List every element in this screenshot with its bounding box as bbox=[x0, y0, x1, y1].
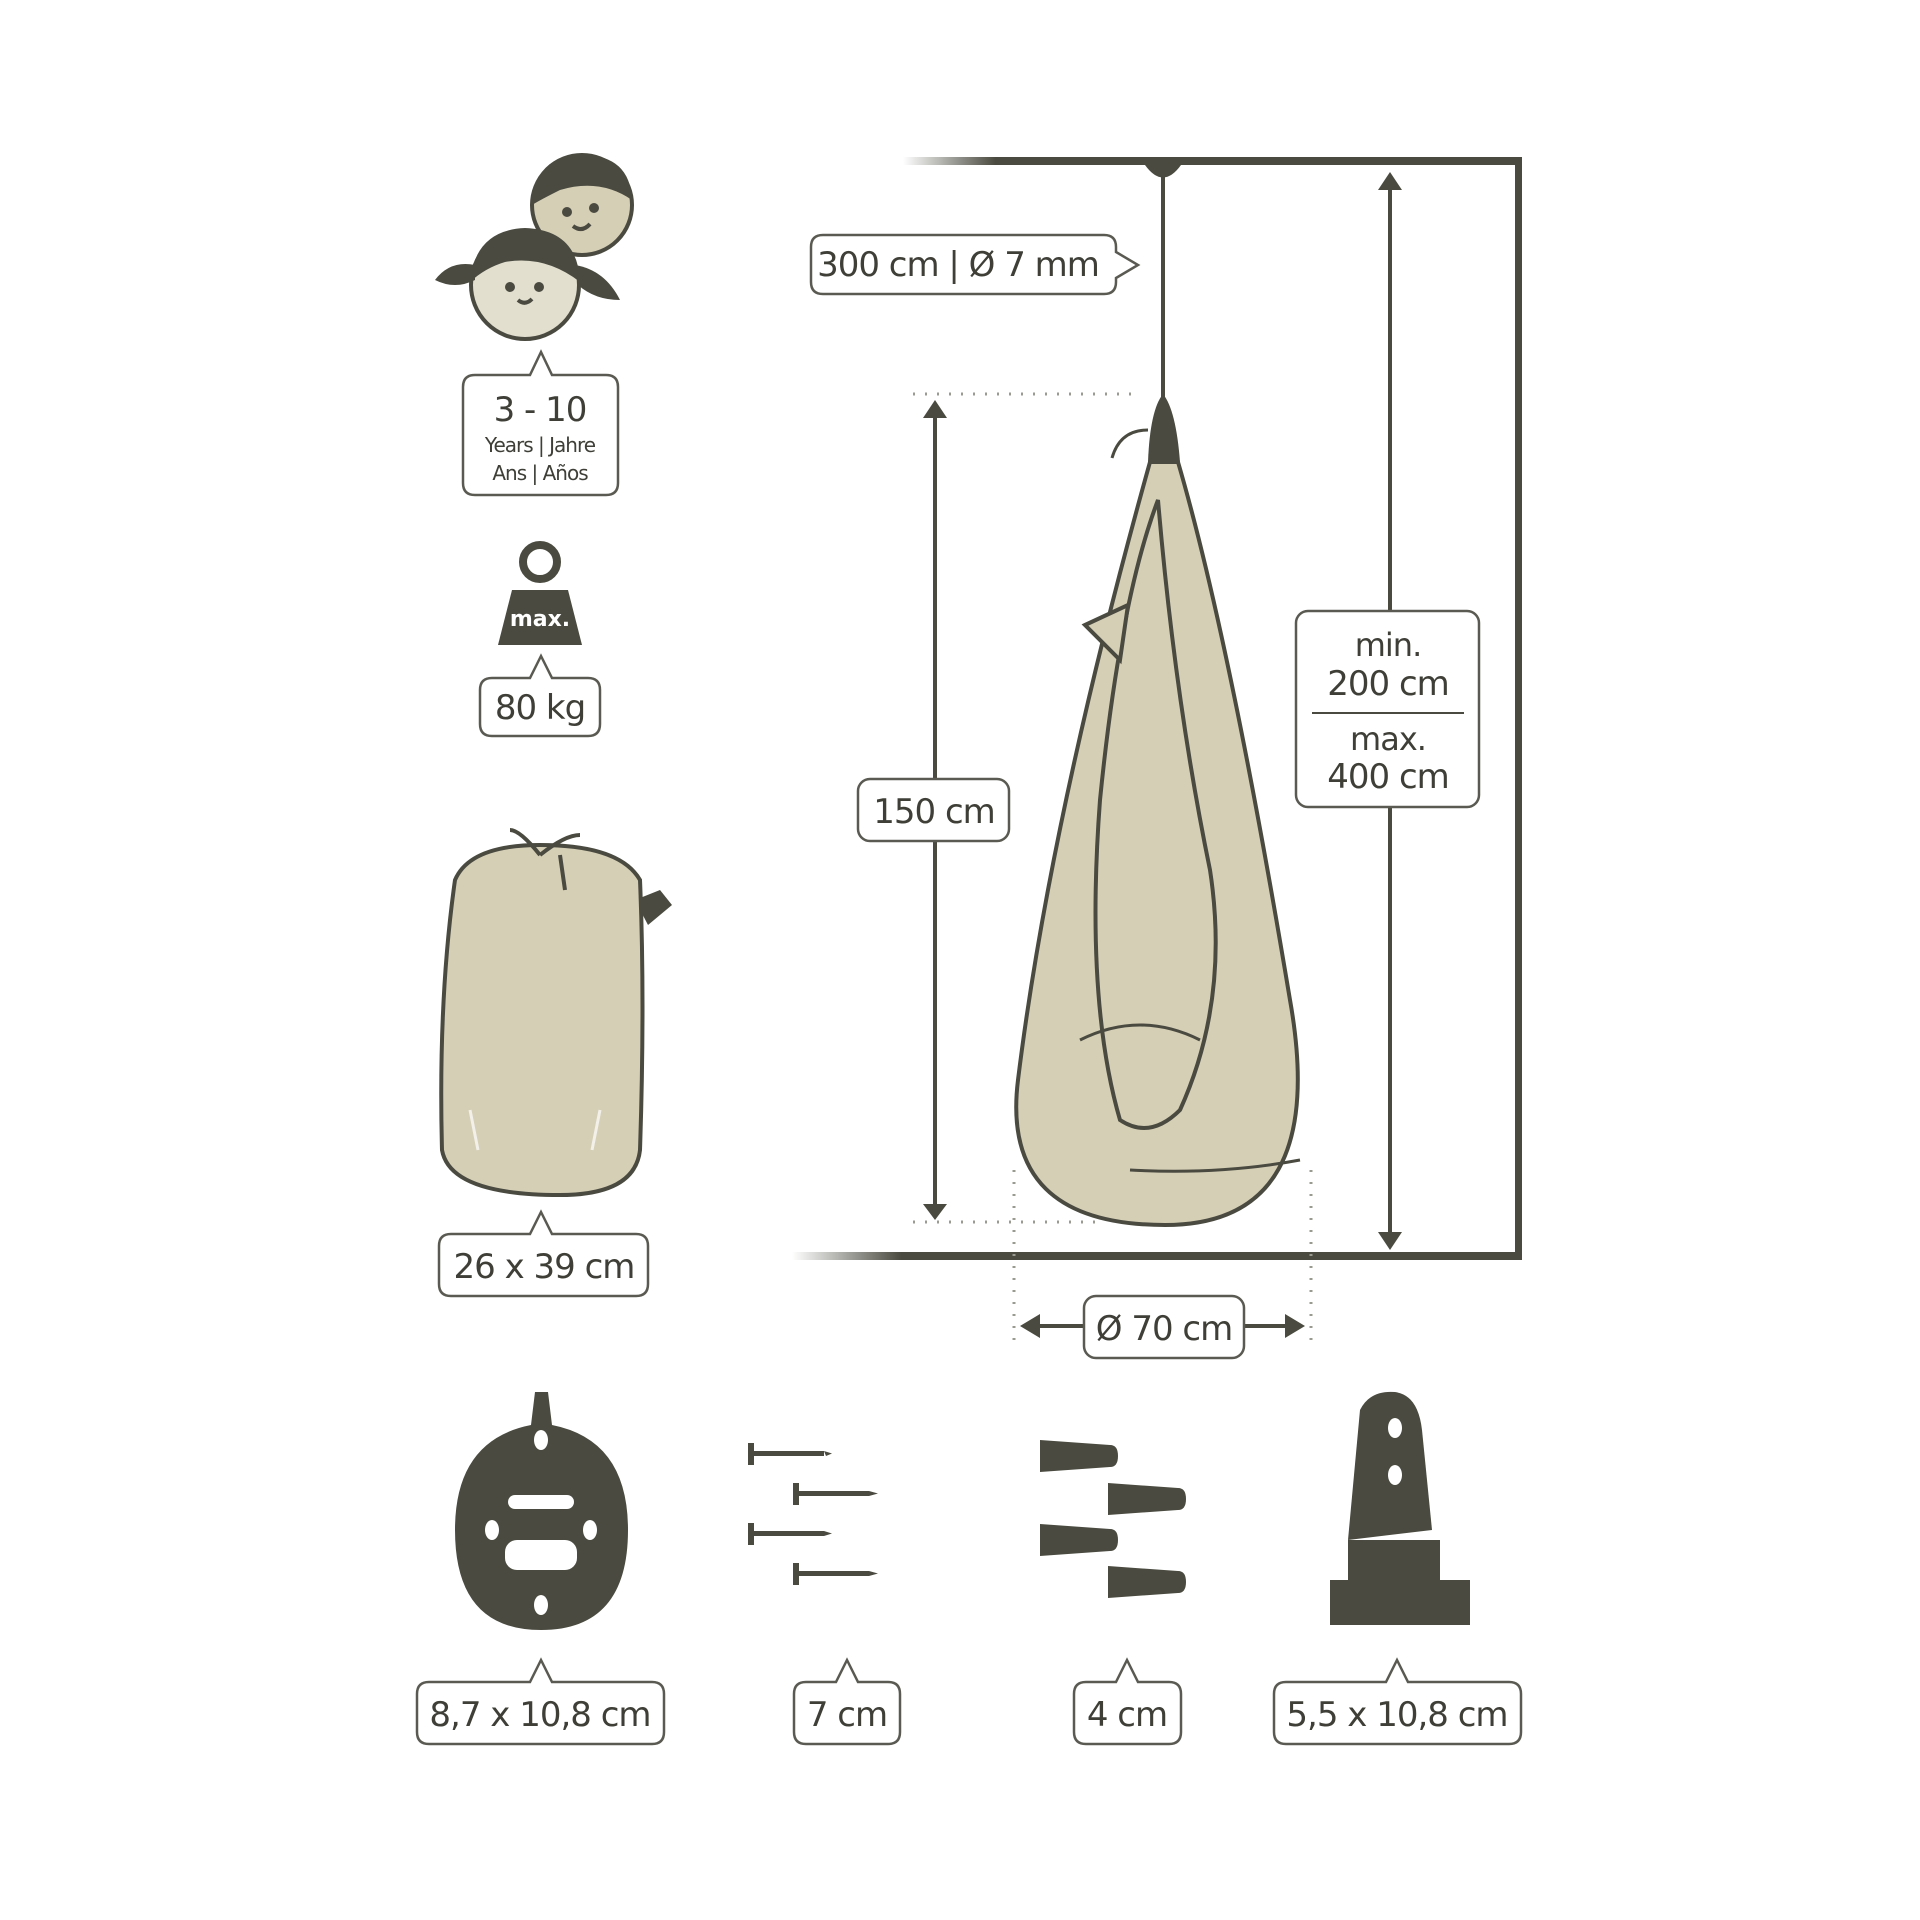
age-label: 3 - 10 Years | Jahre Ans | Años bbox=[461, 349, 620, 497]
weight-label: 80 kg bbox=[478, 653, 602, 738]
pod-height-label: 150 cm bbox=[856, 777, 1011, 843]
svg-text:max.: max. bbox=[510, 607, 570, 632]
hanging-pod-icon bbox=[1014, 394, 1301, 1228]
dowel-size-label: 4 cm bbox=[1072, 1657, 1183, 1746]
svg-text:max.: max. bbox=[1350, 720, 1426, 758]
svg-text:300 cm | Ø 7 mm: 300 cm | Ø 7 mm bbox=[817, 245, 1099, 285]
ceiling-height-label: min. 200 cm max. 400 cm bbox=[1294, 609, 1481, 809]
svg-text:8,7 x 10,8 cm: 8,7 x 10,8 cm bbox=[429, 1695, 650, 1735]
svg-text:Ø 70 cm: Ø 70 cm bbox=[1096, 1309, 1232, 1349]
svg-text:3 - 10: 3 - 10 bbox=[494, 390, 587, 430]
storage-bag-icon bbox=[439, 828, 672, 1198]
wall-line bbox=[1515, 157, 1522, 1260]
svg-text:Ans | Años: Ans | Años bbox=[492, 461, 588, 485]
svg-text:min.: min. bbox=[1355, 626, 1422, 664]
svg-text:200 cm: 200 cm bbox=[1327, 664, 1449, 704]
diameter-label: Ø 70 cm bbox=[1082, 1294, 1246, 1360]
svg-text:80 kg: 80 kg bbox=[495, 688, 585, 728]
plate-size-label: 8,7 x 10,8 cm bbox=[415, 1657, 666, 1746]
floor-line bbox=[792, 1252, 1522, 1260]
ceiling-line bbox=[903, 157, 1519, 165]
room-frame bbox=[792, 157, 1522, 1260]
svg-text:150 cm: 150 cm bbox=[873, 792, 995, 832]
bag-size-label: 26 x 39 cm bbox=[437, 1209, 650, 1298]
screw-size-label: 7 cm bbox=[792, 1657, 902, 1746]
svg-text:5,5 x 10,8 cm: 5,5 x 10,8 cm bbox=[1286, 1695, 1507, 1735]
svg-text:Years | Jahre: Years | Jahre bbox=[484, 433, 596, 457]
dowels-icon bbox=[1040, 1440, 1186, 1598]
rope-label: 300 cm | Ø 7 mm bbox=[809, 233, 1141, 296]
svg-text:26 x 39 cm: 26 x 39 cm bbox=[454, 1247, 635, 1287]
ceiling-plate-icon bbox=[455, 1392, 628, 1630]
weight-icon: max. bbox=[498, 541, 582, 645]
svg-text:4 cm: 4 cm bbox=[1087, 1695, 1167, 1735]
svg-text:400 cm: 400 cm bbox=[1327, 757, 1449, 797]
screws-icon bbox=[748, 1443, 878, 1585]
svg-text:7 cm: 7 cm bbox=[807, 1695, 887, 1735]
swivel-bracket-icon bbox=[1330, 1391, 1470, 1625]
bracket-size-label: 5,5 x 10,8 cm bbox=[1272, 1657, 1523, 1746]
kids-faces-icon bbox=[435, 153, 634, 341]
